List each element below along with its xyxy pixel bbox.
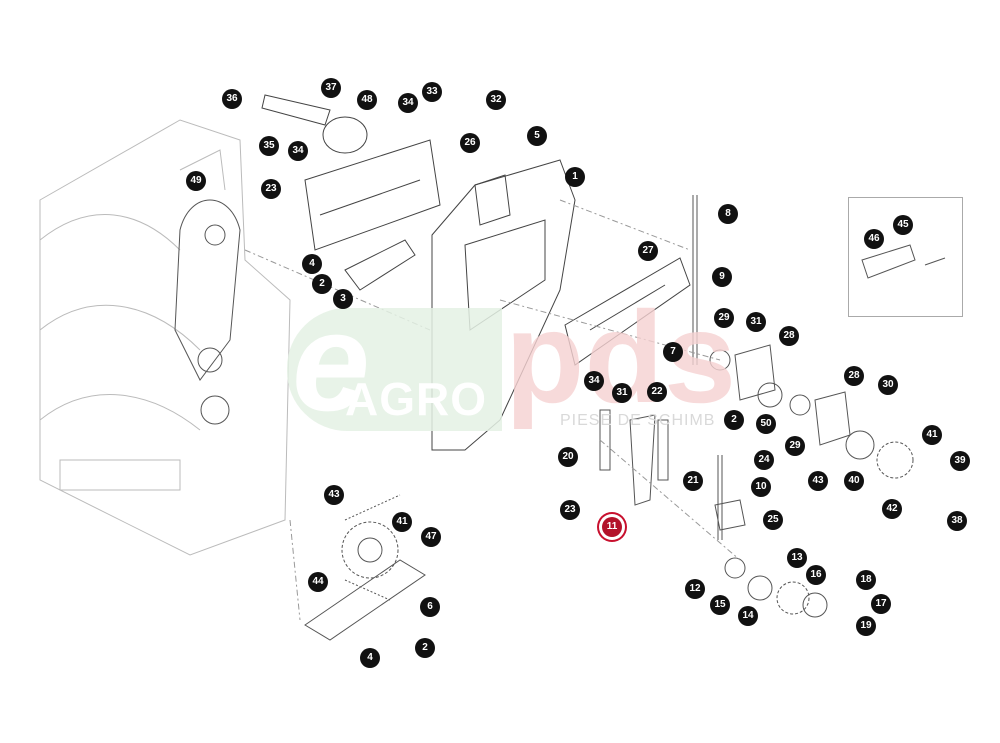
top-shaft	[261, 94, 368, 154]
callout-35[interactable]: 35	[259, 136, 279, 156]
callout-3[interactable]: 3	[333, 289, 353, 309]
machine-frame	[39, 119, 291, 556]
callout-13[interactable]: 13	[787, 548, 807, 568]
callout-2[interactable]: 2	[312, 274, 332, 294]
callout-39[interactable]: 39	[950, 451, 970, 471]
callout-37[interactable]: 37	[321, 78, 341, 98]
bearing-flanges	[709, 344, 914, 479]
callout-33[interactable]: 33	[422, 82, 442, 102]
callout-27[interactable]: 27	[638, 241, 658, 261]
callout-47[interactable]: 47	[421, 527, 441, 547]
callout-25[interactable]: 25	[763, 510, 783, 530]
callout-28[interactable]: 28	[844, 366, 864, 386]
tensioner-arm	[599, 409, 746, 531]
callout-9[interactable]: 9	[712, 267, 732, 287]
lower-sprocket-group	[724, 557, 828, 618]
callout-31[interactable]: 31	[746, 312, 766, 332]
callout-43[interactable]: 43	[808, 471, 828, 491]
callout-23[interactable]: 23	[261, 179, 281, 199]
callout-14[interactable]: 14	[738, 606, 758, 626]
callout-16[interactable]: 16	[806, 565, 826, 585]
callout-34[interactable]: 34	[288, 141, 308, 161]
callout-43[interactable]: 43	[324, 485, 344, 505]
callout-41[interactable]: 41	[922, 425, 942, 445]
callout-17[interactable]: 17	[871, 594, 891, 614]
tension-rod	[692, 195, 723, 540]
callout-29[interactable]: 29	[714, 308, 734, 328]
callout-7[interactable]: 7	[663, 342, 683, 362]
callout-20[interactable]: 20	[558, 447, 578, 467]
callout-44[interactable]: 44	[308, 572, 328, 592]
callout-30[interactable]: 30	[878, 375, 898, 395]
callout-22[interactable]: 22	[647, 382, 667, 402]
callout-11[interactable]: 11	[602, 517, 622, 537]
callout-23[interactable]: 23	[560, 500, 580, 520]
callout-28[interactable]: 28	[779, 326, 799, 346]
side-bracket	[174, 199, 241, 425]
left-chain-drive	[304, 494, 426, 641]
callout-2[interactable]: 2	[415, 638, 435, 658]
callout-4[interactable]: 4	[360, 648, 380, 668]
chain-link-inset-box	[848, 197, 963, 317]
callout-8[interactable]: 8	[718, 204, 738, 224]
callout-4[interactable]: 4	[302, 254, 322, 274]
callout-38[interactable]: 38	[947, 511, 967, 531]
right-channel	[564, 257, 691, 366]
callout-34[interactable]: 34	[398, 93, 418, 113]
callout-41[interactable]: 41	[392, 512, 412, 532]
top-channel	[304, 139, 441, 291]
callout-6[interactable]: 6	[420, 597, 440, 617]
callout-1[interactable]: 1	[565, 167, 585, 187]
callout-2[interactable]: 2	[724, 410, 744, 430]
callout-5[interactable]: 5	[527, 126, 547, 146]
callout-34[interactable]: 34	[584, 371, 604, 391]
callout-31[interactable]: 31	[612, 383, 632, 403]
callout-18[interactable]: 18	[856, 570, 876, 590]
callout-36[interactable]: 36	[222, 89, 242, 109]
callout-12[interactable]: 12	[685, 579, 705, 599]
callout-26[interactable]: 26	[460, 133, 480, 153]
callout-40[interactable]: 40	[844, 471, 864, 491]
callout-45[interactable]: 45	[893, 215, 913, 235]
callout-49[interactable]: 49	[186, 171, 206, 191]
main-plate	[431, 159, 576, 451]
callout-50[interactable]: 50	[756, 414, 776, 434]
callout-15[interactable]: 15	[710, 595, 730, 615]
chain-link-inset	[861, 244, 946, 279]
callout-48[interactable]: 48	[357, 90, 377, 110]
callout-21[interactable]: 21	[683, 471, 703, 491]
callout-10[interactable]: 10	[751, 477, 771, 497]
callout-32[interactable]: 32	[486, 90, 506, 110]
callout-42[interactable]: 42	[882, 499, 902, 519]
callout-19[interactable]: 19	[856, 616, 876, 636]
callout-29[interactable]: 29	[785, 436, 805, 456]
callout-24[interactable]: 24	[754, 450, 774, 470]
callout-46[interactable]: 46	[864, 229, 884, 249]
